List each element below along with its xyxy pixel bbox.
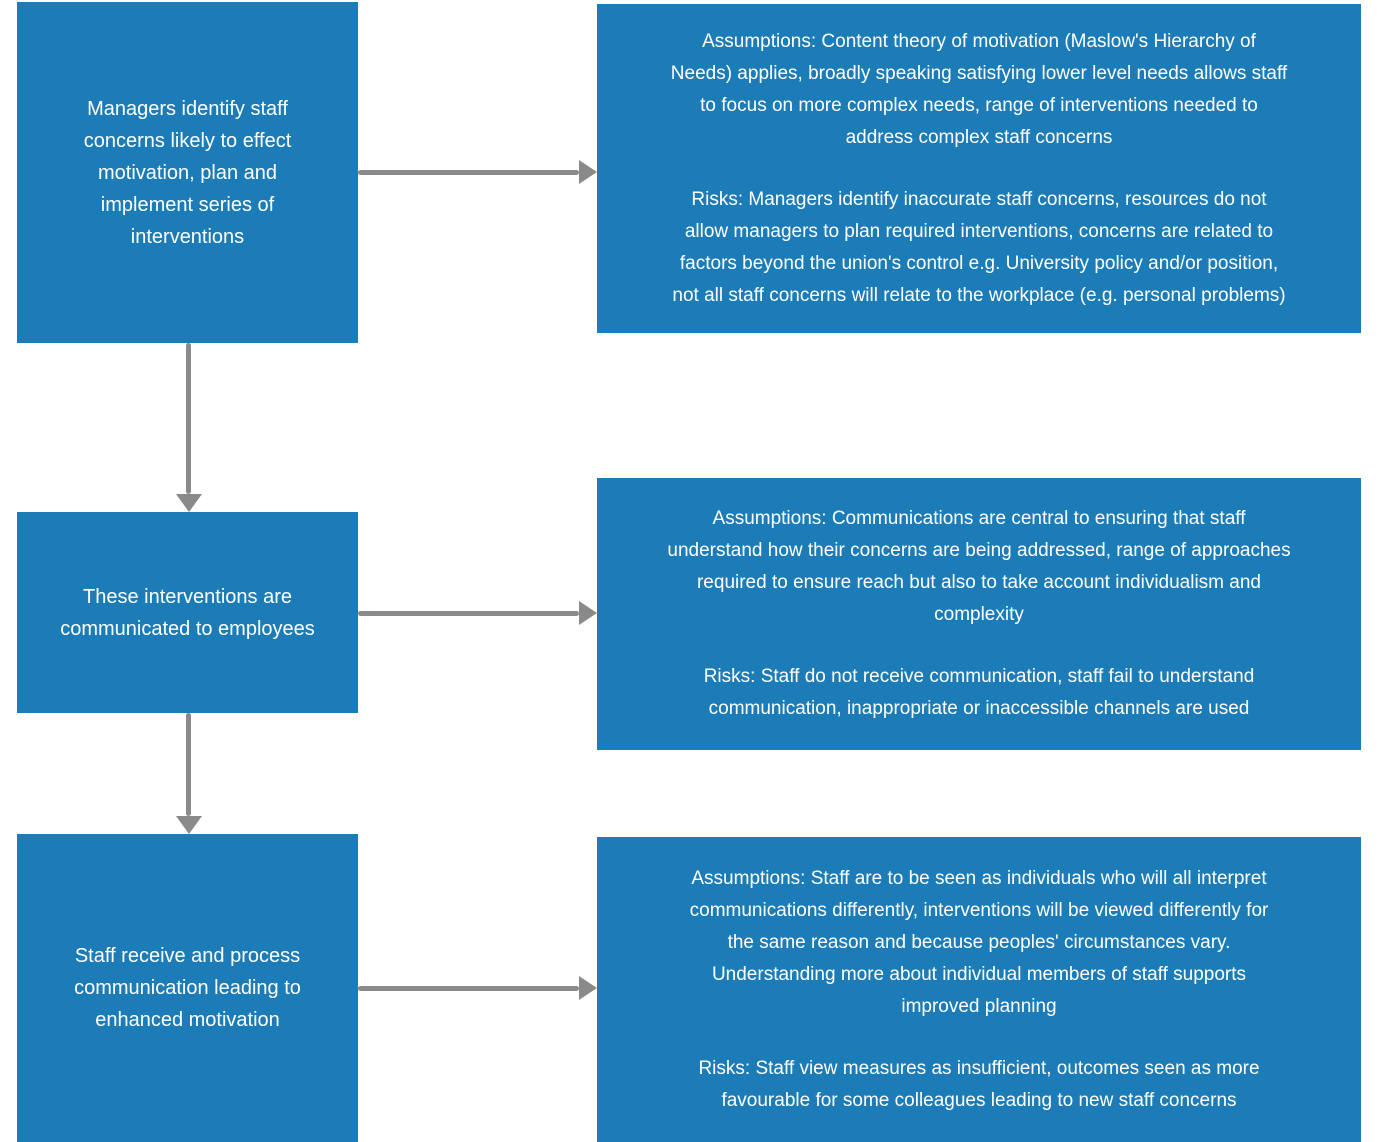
arrowhead-right-icon xyxy=(579,160,597,184)
flow-step-1-label: Managers identify staff concerns likely … xyxy=(83,97,292,248)
risks-text-1: Risks: Managers identify inaccurate staf… xyxy=(672,188,1286,306)
arrow-shaft xyxy=(358,169,579,175)
arrowhead-right-icon xyxy=(579,976,597,1000)
flow-step-1[interactable]: Managers identify staff concerns likely … xyxy=(17,2,358,343)
notes-box-1[interactable]: Assumptions: Content theory of motivatio… xyxy=(597,4,1361,333)
arrow-right-step1-notes1-icon xyxy=(358,160,597,184)
risks-text-2: Risks: Staff do not receive communicatio… xyxy=(703,666,1255,719)
arrow-right-step2-notes2-icon xyxy=(358,601,597,625)
risks-text-3: Risks: Staff view measures as insufficie… xyxy=(698,1057,1260,1111)
notes-box-2[interactable]: Assumptions: Communications are central … xyxy=(597,478,1361,750)
assumptions-text-2: Assumptions: Communications are central … xyxy=(667,508,1291,625)
arrow-shaft xyxy=(358,985,579,991)
flow-step-3[interactable]: Staff receive and process communication … xyxy=(17,834,358,1142)
arrowhead-down-icon xyxy=(176,816,202,834)
flow-step-3-label: Staff receive and process communication … xyxy=(74,945,301,1031)
arrow-down-step1-step2-icon xyxy=(176,343,202,512)
arrowhead-right-icon xyxy=(579,601,597,625)
assumptions-text-3: Assumptions: Staff are to be seen as ind… xyxy=(689,867,1269,1017)
arrow-down-step2-step3-icon xyxy=(176,713,202,834)
arrow-right-step3-notes3-icon xyxy=(358,976,597,1000)
notes-box-3[interactable]: Assumptions: Staff are to be seen as ind… xyxy=(597,837,1361,1142)
arrowhead-down-icon xyxy=(176,494,202,512)
arrow-shaft xyxy=(358,610,579,616)
arrow-shaft xyxy=(186,343,191,494)
assumptions-text-1: Assumptions: Content theory of motivatio… xyxy=(670,30,1288,148)
flow-step-2-label: These interventions are communicated to … xyxy=(60,585,315,640)
arrow-shaft xyxy=(186,713,191,816)
flow-step-2[interactable]: These interventions are communicated to … xyxy=(17,512,358,713)
